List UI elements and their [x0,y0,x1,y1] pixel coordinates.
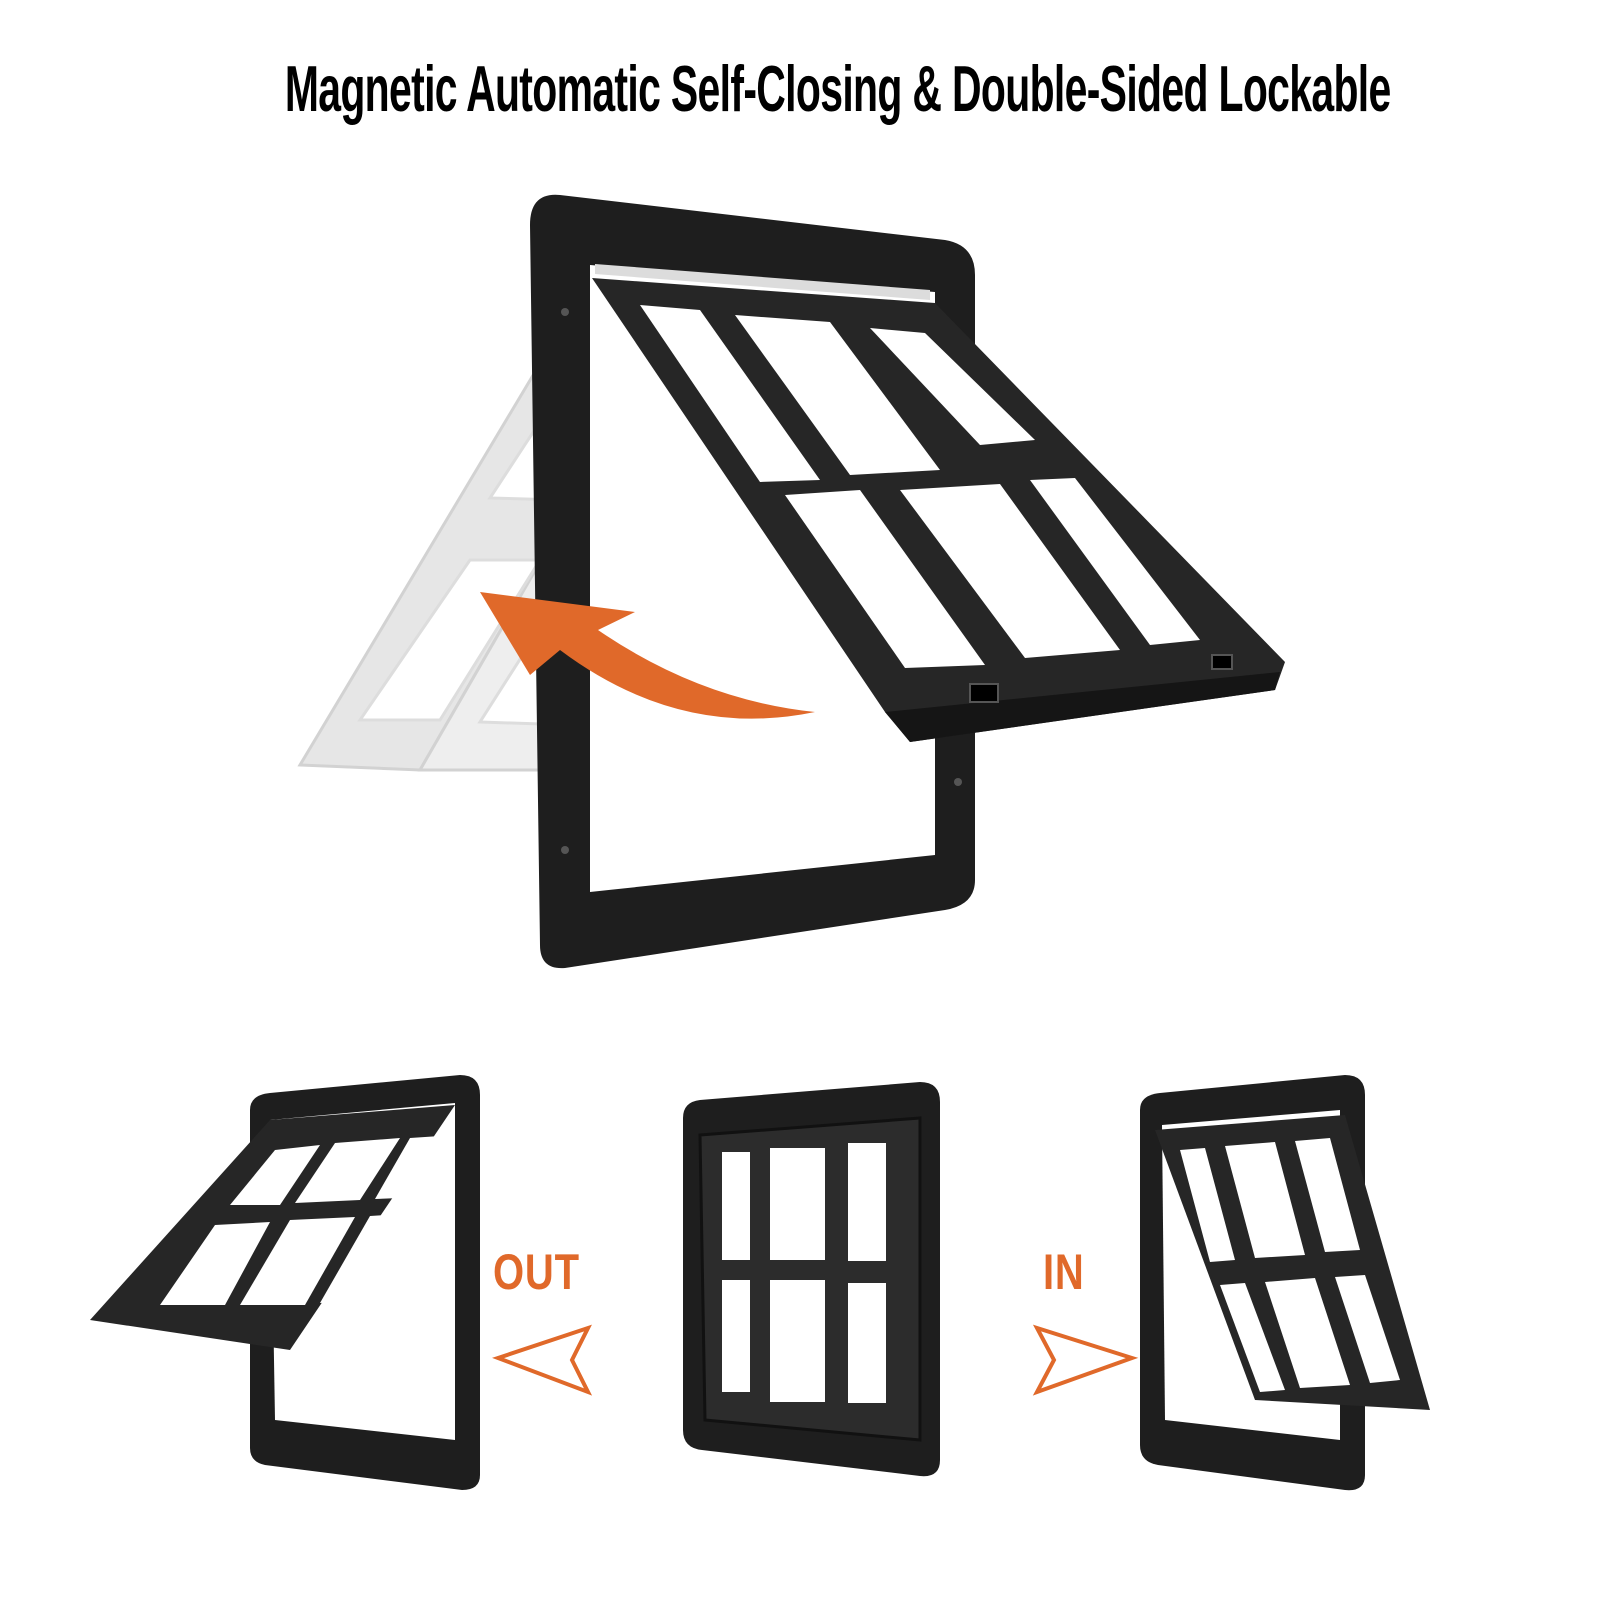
door-out [90,1075,480,1490]
in-label: IN [1043,1244,1085,1300]
door-closed [683,1082,940,1477]
arrow-left-outline-icon [492,1324,593,1396]
main-flap [592,278,1285,742]
door-in [1140,1075,1430,1491]
arrow-right-outline-icon [1032,1324,1139,1396]
curved-arrow-icon [480,592,815,719]
main-door [530,194,1285,969]
header: Magnetic Automatic Self-Closing & Double… [0,52,1600,125]
page-title: Magnetic Automatic Self-Closing & Double… [284,53,1391,126]
out-label: OUT [493,1244,580,1300]
